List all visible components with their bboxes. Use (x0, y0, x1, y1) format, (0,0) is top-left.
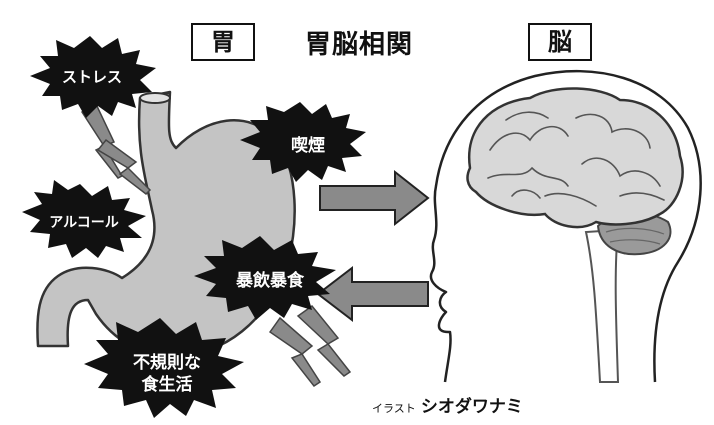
stomach-label: 胃 (191, 23, 255, 61)
lightning-bolt-icon (296, 304, 352, 377)
stressor-smoking: 喫煙 (291, 136, 325, 156)
stressor-binge-eating: 暴飲暴食 (236, 271, 304, 291)
burst-irregular (84, 318, 244, 418)
stressor-irregular-diet-line1: 不規則な (133, 353, 201, 373)
stressor-stress: ストレス (61, 68, 122, 86)
credit-prefix: イラスト (372, 402, 416, 415)
burst-binge (194, 236, 336, 320)
page-title: 胃脳相関 (305, 30, 414, 60)
arrow-right-icon (319, 169, 430, 227)
burst-stress (30, 36, 156, 118)
credit-name: シオダワナミ (420, 397, 523, 417)
esophagus-opening (139, 92, 171, 104)
arrow-left-icon (316, 265, 429, 323)
burst-alcohol (22, 180, 146, 258)
cerebellum-folds (605, 227, 665, 245)
burst-smoking (240, 102, 366, 182)
brain-folds (487, 111, 665, 207)
illustration-credit: イラスト シオダワナミ (372, 392, 523, 417)
stressor-irregular-diet-line2: 食生活 (141, 375, 193, 395)
stressor-alcohol: アルコール (49, 215, 119, 231)
brain-illustration (466, 87, 684, 229)
brain-label: 脳 (528, 23, 592, 61)
lightning-bolt-icon (96, 138, 152, 195)
lightning-bolt-icon (268, 316, 322, 388)
brain-stem (584, 228, 620, 383)
